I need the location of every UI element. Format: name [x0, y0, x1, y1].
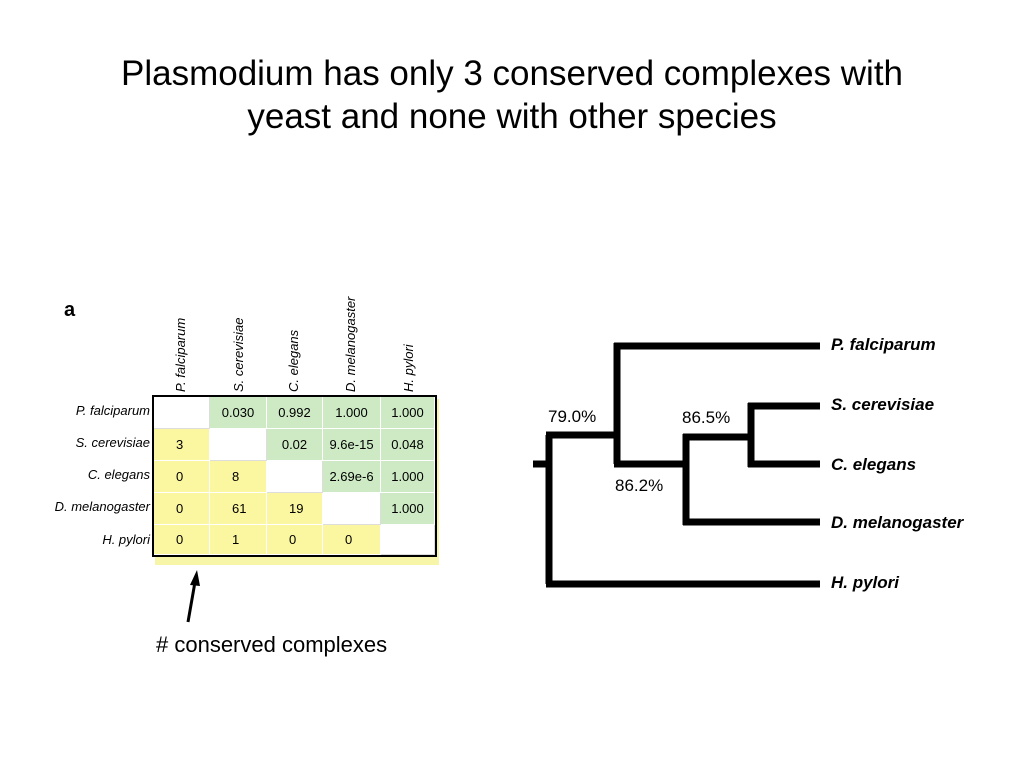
- matrix-cell: 1.000: [323, 397, 381, 429]
- support-value-root: 79.0%: [548, 407, 597, 426]
- arrow-icon: [186, 570, 200, 623]
- matrix-cell: 0.992: [267, 397, 323, 429]
- matrix-cell: 0.030: [210, 397, 267, 429]
- leaf-label-c-elegans: C. elegans: [831, 455, 917, 474]
- matrix-cell: 9.6e-15: [323, 429, 381, 461]
- slide-title: Plasmodium has only 3 conserved complexe…: [0, 52, 1024, 138]
- matrix-cell: 19: [267, 493, 323, 525]
- row-header-c-elegans: C. elegans: [87, 467, 150, 482]
- matrix-cell: [267, 461, 323, 493]
- matrix-cell: 0: [154, 525, 210, 555]
- title-line-2: yeast and none with other species: [247, 97, 777, 136]
- matrix-cell: [323, 493, 381, 525]
- leaf-label-h-pylori: H. pylori: [831, 573, 900, 592]
- matrix-cell: 8: [210, 461, 267, 493]
- matrix-cell: [154, 397, 210, 429]
- conservation-matrix: 0.030 0.992 1.000 1.000 3 0.02 9.6e-15 0…: [152, 395, 437, 557]
- matrix-cell: 0: [267, 525, 323, 555]
- row-header-d-melanogaster: D. melanogaster: [54, 499, 150, 514]
- support-value-animal-yeast: 86.2%: [615, 476, 664, 495]
- row-header-h-pylori: H. pylori: [102, 532, 150, 547]
- matrix-cell: 0: [154, 461, 210, 493]
- phylogenetic-tree: [533, 342, 820, 588]
- matrix-cell: 61: [210, 493, 267, 525]
- matrix-cell: 2.69e-6: [323, 461, 381, 493]
- matrix-cell: 1: [210, 525, 267, 555]
- matrix-cell: [210, 429, 267, 461]
- leaf-label-d-melanogaster: D. melanogaster: [831, 513, 964, 532]
- row-header-p-falciparum: P. falciparum: [75, 403, 150, 418]
- matrix-cell: 1.000: [381, 493, 435, 525]
- matrix-cell: 0: [154, 493, 210, 525]
- conserved-complexes-caption: # conserved complexes: [156, 632, 388, 657]
- matrix-cell: 1.000: [381, 397, 435, 429]
- matrix-cell: [381, 525, 435, 555]
- leaf-label-p-falciparum: P. falciparum: [831, 335, 936, 354]
- matrix-cell: 0.048: [381, 429, 435, 461]
- matrix-cell: 3: [154, 429, 210, 461]
- matrix-cell: 0.02: [267, 429, 323, 461]
- row-header-s-cerevisiae: S. cerevisiae: [75, 435, 150, 450]
- leaf-label-s-cerevisiae: S. cerevisiae: [831, 395, 935, 414]
- matrix-cell: 1.000: [381, 461, 435, 493]
- title-line-1: Plasmodium has only 3 conserved complexe…: [120, 54, 904, 93]
- matrix-cell: 0: [323, 525, 381, 555]
- panel-label: a: [64, 299, 76, 321]
- support-value-yeast-worm: 86.5%: [682, 408, 731, 427]
